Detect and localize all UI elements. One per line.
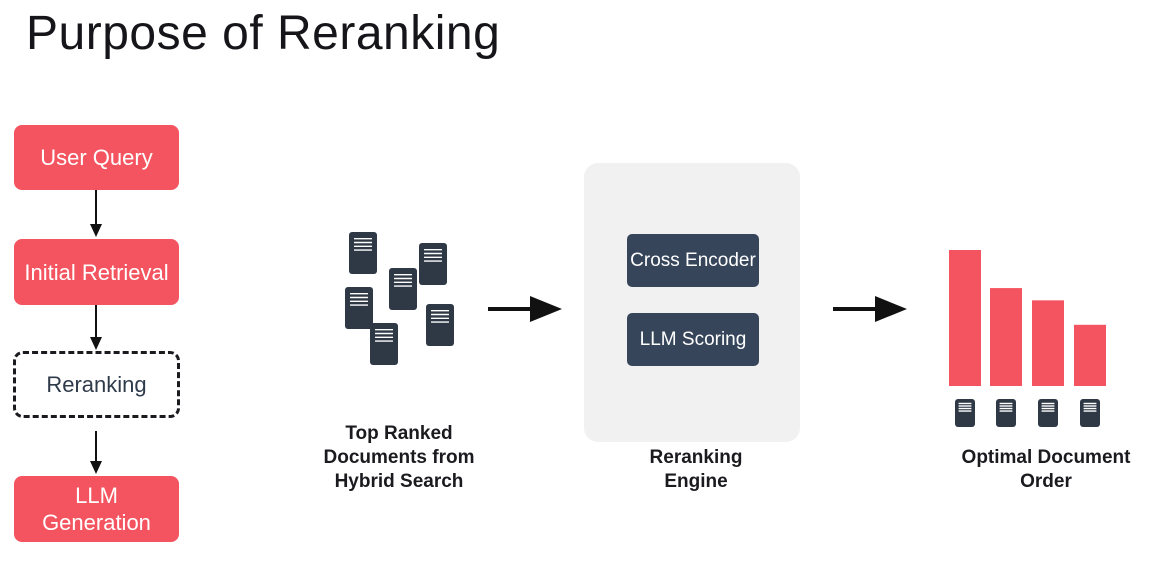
document-order-caption: Optimal Document Order	[961, 447, 1131, 492]
flow-arrow-to-result	[833, 296, 907, 322]
step-initial-retrieval: Initial Retrieval	[14, 239, 179, 305]
reranking-engine-panel	[584, 163, 800, 442]
rank-bar	[990, 288, 1022, 386]
document-icon	[1038, 399, 1058, 427]
step-user-query: User Query	[14, 125, 179, 190]
engine-caption: Reranking Engine	[649, 447, 743, 492]
llm-scoring-box: LLM Scoring	[627, 313, 759, 366]
flow-arrow-to-engine	[488, 296, 562, 322]
document-icon	[370, 323, 398, 365]
document-icon	[955, 399, 975, 427]
document-icon	[996, 399, 1016, 427]
page-title: Purpose of Reranking	[26, 7, 501, 60]
pipeline-arrow	[90, 190, 102, 237]
rank-bar	[1074, 324, 1106, 386]
document-icon	[426, 304, 454, 346]
document-icon	[419, 243, 447, 285]
document-icon	[389, 268, 417, 310]
pipeline-arrow	[90, 305, 102, 350]
document-icon	[1080, 399, 1100, 427]
cross-encoder-box: Cross Encoder	[627, 234, 759, 287]
rank-bar	[1032, 300, 1064, 386]
document-order-bars	[949, 250, 1106, 386]
documents-caption: Top Ranked Documents from Hybrid Search	[323, 423, 475, 492]
document-icon	[349, 232, 377, 274]
ranked-documents	[345, 232, 454, 365]
step-reranking: Reranking	[13, 351, 180, 418]
document-icon	[345, 287, 373, 329]
pipeline-arrow	[90, 431, 102, 474]
rank-bar	[949, 250, 981, 386]
step-llm-generation: LLM Generation	[14, 476, 179, 542]
ordered-documents	[955, 399, 1100, 427]
